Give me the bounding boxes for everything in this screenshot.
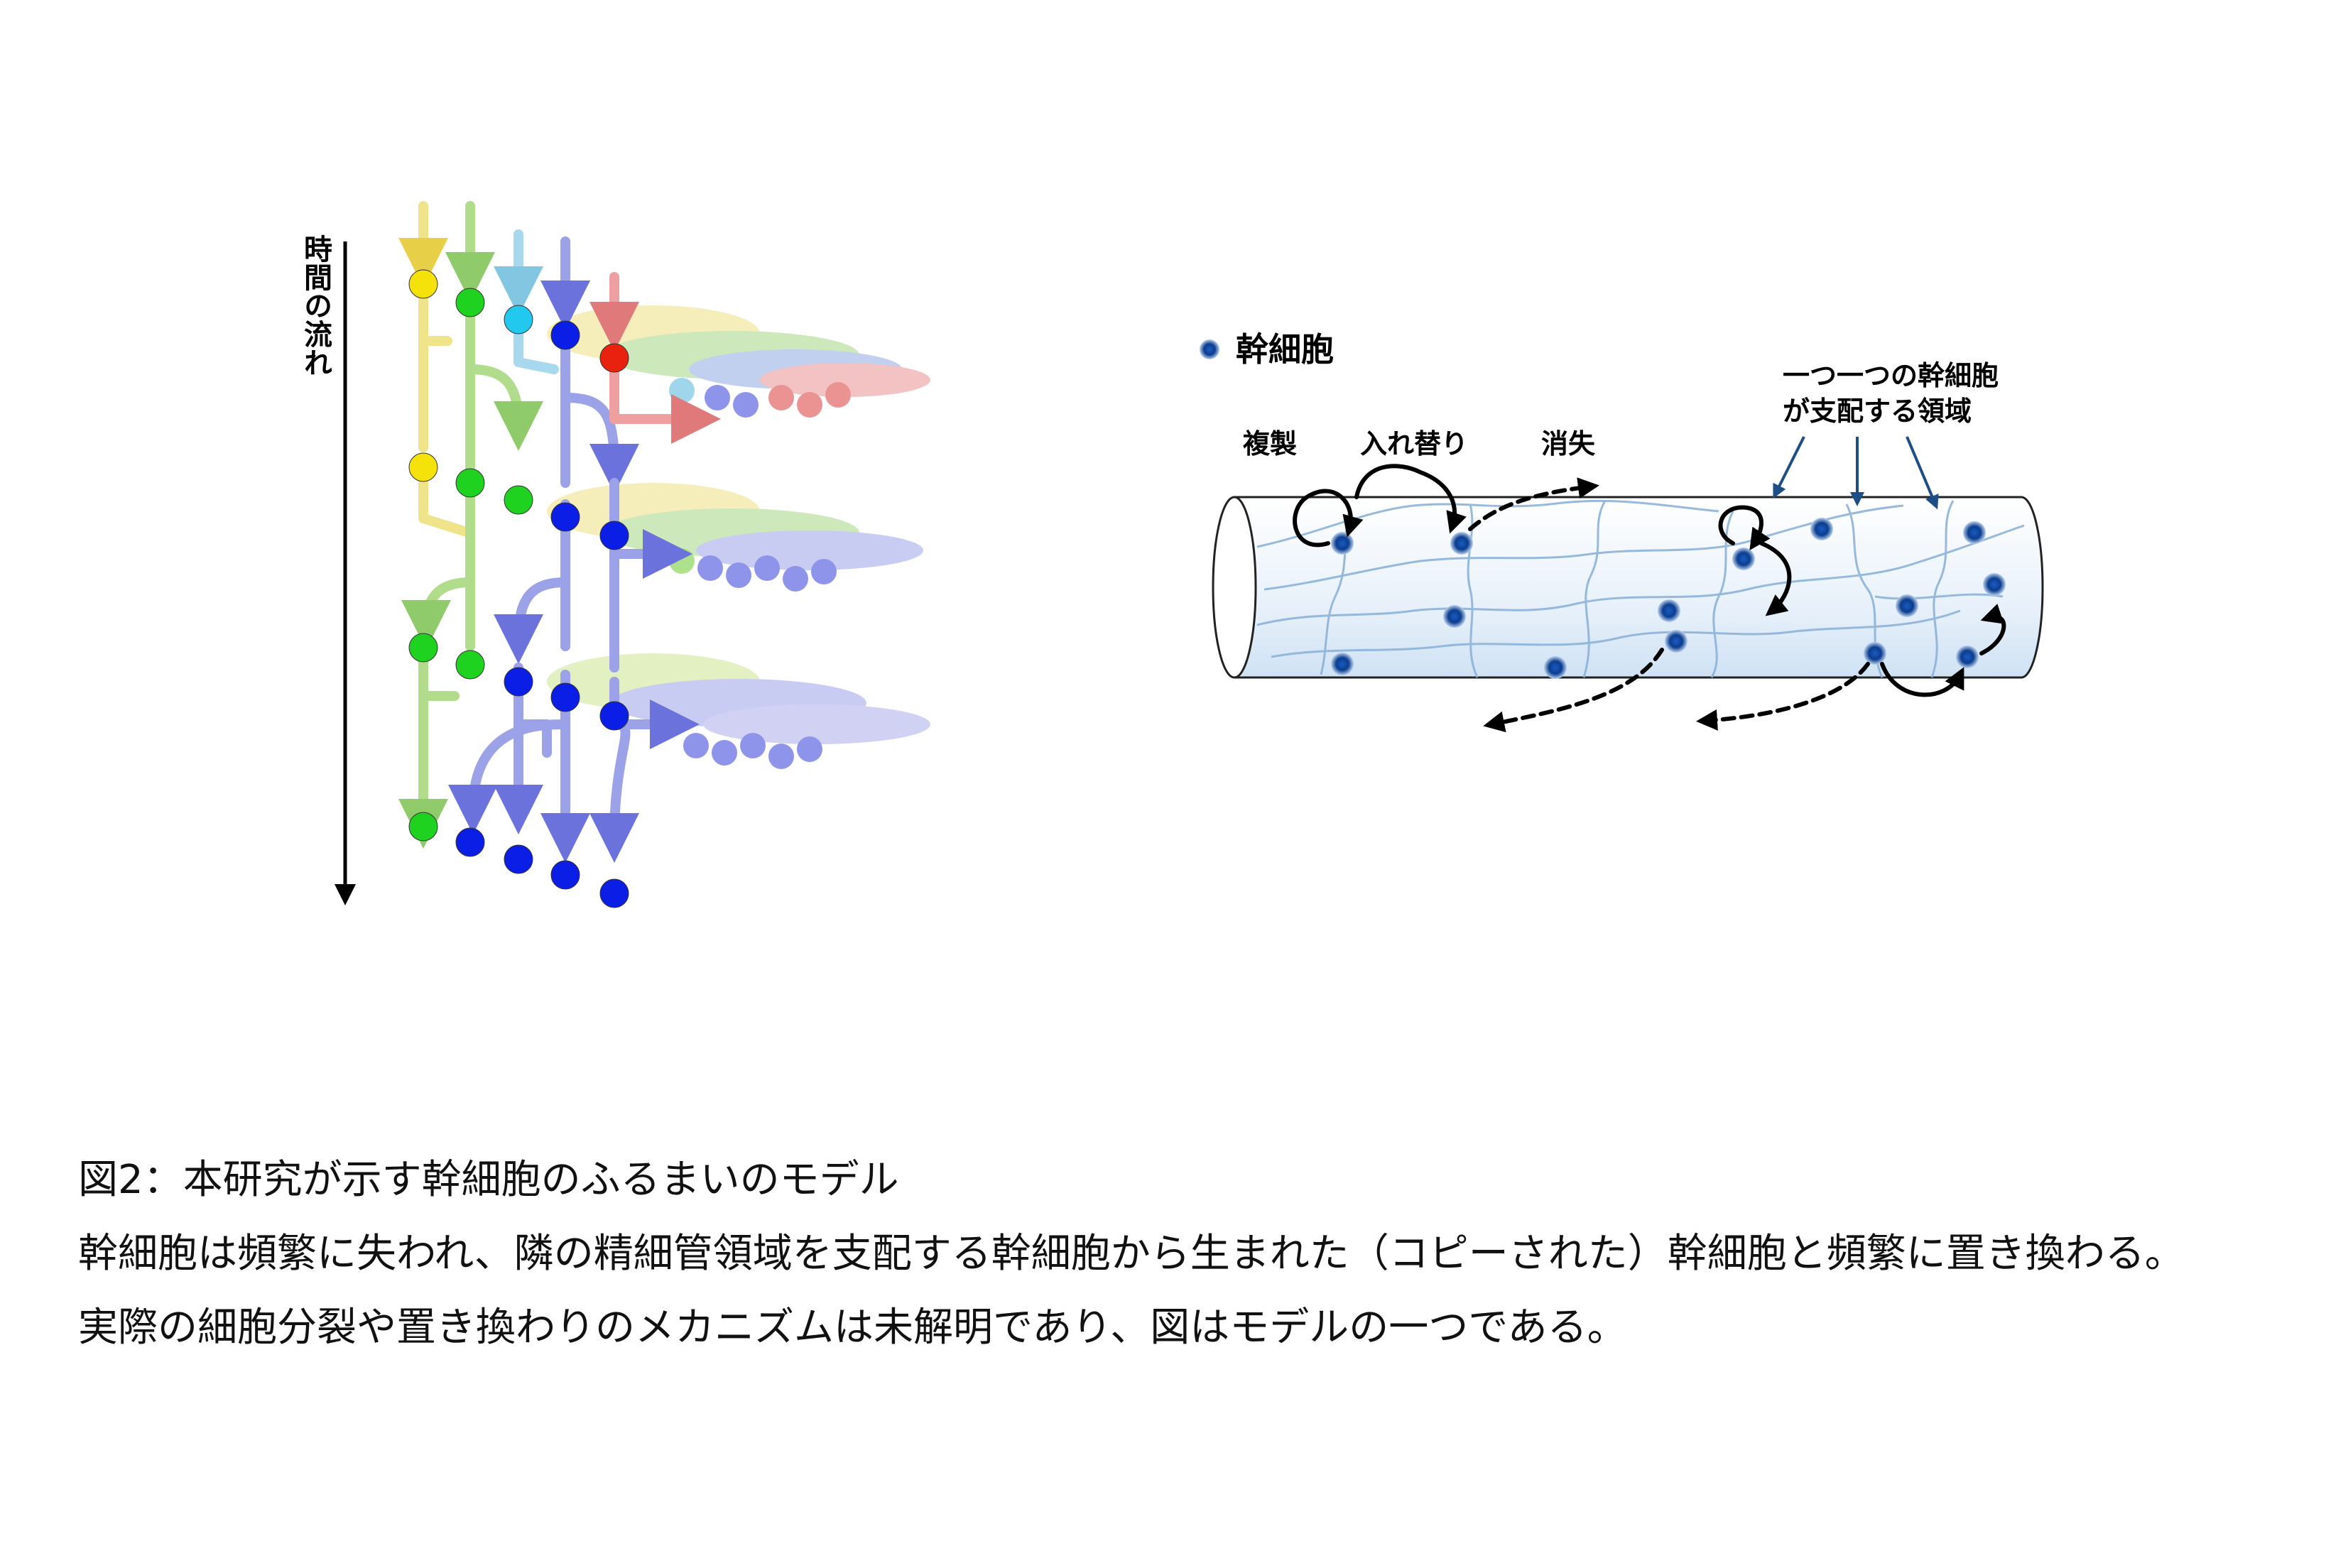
region-pointer-arrows <box>1773 436 1939 510</box>
loss-arrow-top <box>1468 477 1599 531</box>
replacement-arrow-right <box>1880 662 1964 697</box>
tubule-diagram: 幹細胞 複製 入れ替り 消失 一つ一つの幹細胞 が支配する領域 <box>1200 330 2044 733</box>
duplication-arrow-right <box>1979 604 2006 655</box>
lineage-stem-cells <box>408 269 629 908</box>
duplication-arrow-mid <box>1718 505 1771 550</box>
caption-title: 図2：本研究が示す幹細胞のふるまいのモデル <box>78 1157 899 1203</box>
label-loss: 消失 <box>1541 428 1596 459</box>
lineage-diagram: 時間の流れ <box>299 201 930 908</box>
behaviour-arrows <box>1293 464 2006 733</box>
time-axis-label: 時間の流れ <box>299 234 332 376</box>
duplication-arrow <box>1293 489 1364 548</box>
loss-arrow-right <box>1696 662 1870 731</box>
caption-line-3: 実際の細胞分裂や置き換わりのメカニズムは未解明であり、図はモデルの一つである。 <box>78 1305 1627 1351</box>
replacement-arrow-mid <box>1759 541 1792 616</box>
label-duplication: 複製 <box>1243 428 1297 459</box>
legend: 幹細胞 <box>1200 330 1334 369</box>
loss-arrow-left <box>1483 648 1664 733</box>
legend-label: 幹細胞 <box>1236 330 1334 369</box>
caption-line-2: 幹細胞は頻繁に失われ、隣の精細管領域を支配する幹細胞から生まれた（コピーされた）… <box>78 1231 2185 1277</box>
label-region-line2: が支配する領域 <box>1783 396 1972 427</box>
seminiferous-tubule <box>1212 496 2044 679</box>
label-region-line1: 一つ一つの幹細胞 <box>1783 360 1999 391</box>
replacement-arrow <box>1354 464 1467 534</box>
label-replacement: 入れ替り <box>1360 428 1468 459</box>
legend-stem-cell-dot <box>1200 339 1219 359</box>
tubule-stem-cells <box>1331 518 2006 679</box>
